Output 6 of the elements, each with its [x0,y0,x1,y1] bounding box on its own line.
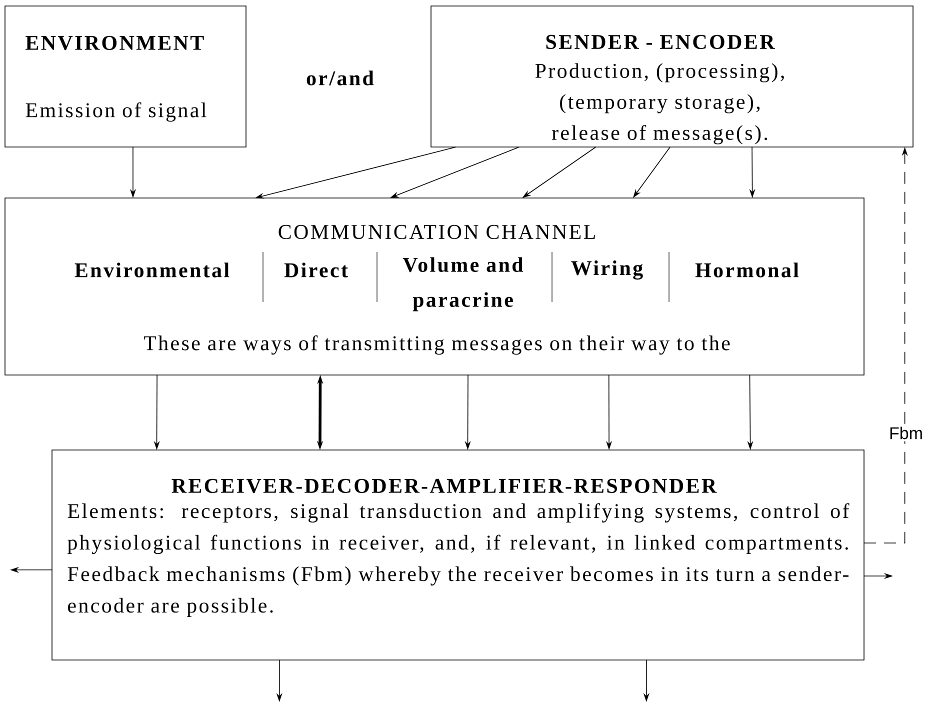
sender-box: SENDER - ENCODER Production, (processing), (temporary storage), release of message(s). [430,6,914,148]
connector-label: or/and [306,70,374,86]
source-box: ENVIRONMENT Emission of signal [4,6,246,148]
receiver-box: RECEIVER-DECODER-AMPLIFIER-RESPONDER Elements: receptors, signal transduction and amplifying systems, control of physiological functions in receiver, and, if relevant, in linked compartments. Feedback mechanisms (Fbm) whereby the receiver becomes in its turn a sender-encoder are possible. [52,450,864,660]
edge-label: Fbm [887,424,926,442]
channel-box: COMMUNICATION CHANNEL Environmental Direct Volume and paracrine Wiring Hormonal These are ways of transmitting messages on their way to the [4,198,864,376]
